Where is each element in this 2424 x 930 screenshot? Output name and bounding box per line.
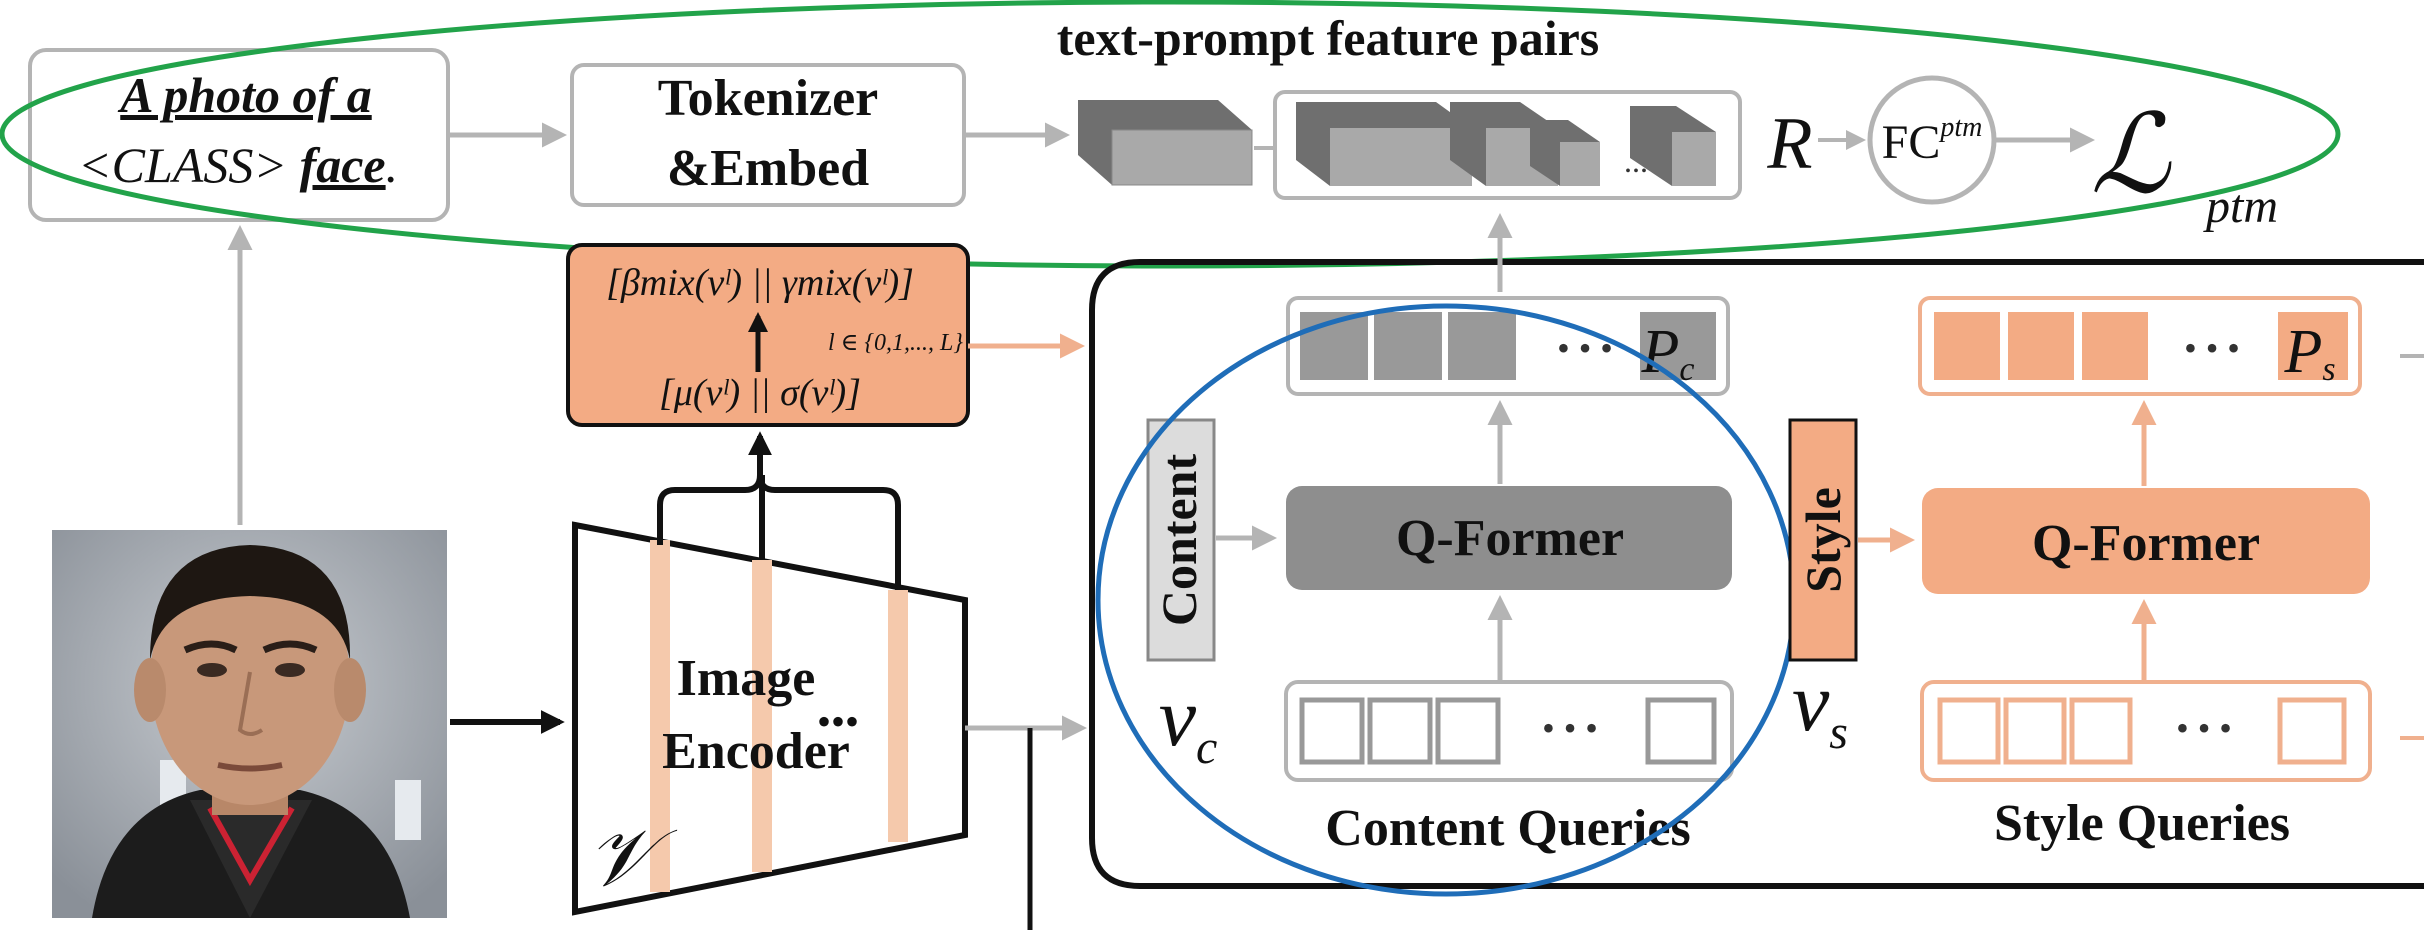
- image-encoder: Image Encoder ••• 𝒱: [572, 521, 968, 916]
- style-prompt-blocks: • • • Ps: [1918, 296, 2362, 396]
- stats-top-formula: [βmix(vˡ) || γmix(vˡ)]: [606, 262, 914, 304]
- tap-line-1: [657, 474, 763, 545]
- content-prompt-blocks: • • • Pc: [1286, 296, 1730, 396]
- token-block: [1078, 100, 1253, 186]
- loss-symbol: ℒ: [2090, 94, 2172, 216]
- content-side-label: Content: [1146, 418, 1216, 662]
- r-label: R: [1766, 103, 1812, 185]
- style-variable: vs: [1792, 656, 1848, 759]
- content-queries-box: • • •: [1284, 680, 1734, 782]
- style-queries-box: • • •: [1920, 680, 2372, 782]
- text-prompt-box: A photo of a <CLASS> face.: [28, 48, 450, 222]
- qformer-panel: [1089, 259, 2424, 889]
- text-prompt-line1: A photo of a: [117, 67, 371, 123]
- fc-label: FCptm: [1882, 112, 1983, 169]
- tokenizer-label-line2: &Embed: [667, 140, 869, 197]
- tokenizer-label-line1: Tokenizer: [658, 70, 879, 127]
- style-prompt-dots: • • •: [2184, 328, 2240, 368]
- content-qformer: Q-Former: [1286, 486, 1732, 590]
- content-queries-dots: • • •: [1542, 708, 1598, 748]
- content-variable: vc: [1159, 671, 1218, 774]
- style-qformer-label: Q-Former: [2032, 515, 2260, 572]
- tap-line-3: [757, 474, 901, 590]
- style-queries-label: Style Queries: [1994, 795, 2290, 852]
- face-photo: [52, 530, 746, 918]
- text-prompt-line2: <CLASS> face.: [78, 137, 398, 193]
- feature-pairs-title: text-prompt feature pairs: [1057, 10, 1599, 66]
- encoder-label-line2: Encoder: [662, 723, 850, 780]
- content-prompt-label: Pc: [1641, 318, 1695, 388]
- content-qformer-label: Q-Former: [1396, 510, 1624, 567]
- style-side-text: Style: [1795, 487, 1851, 593]
- stats-bottom-formula: [μ(vˡ) || σ(vˡ)]: [659, 372, 861, 414]
- content-side-text: Content: [1151, 454, 1207, 627]
- feature-pairs-ellipse: [0, 0, 2341, 269]
- style-prompt-label: Ps: [2283, 318, 2335, 388]
- encoder-label-line1: Image: [677, 650, 816, 707]
- tokenizer-box: Tokenizer &Embed: [570, 63, 966, 207]
- style-qformer: Q-Former: [1922, 488, 2370, 594]
- style-side-label: Style: [1788, 418, 1858, 662]
- style-queries-dots: • • •: [2176, 708, 2232, 748]
- style-stats-box: [βmix(vˡ) || γmix(vˡ)] l ∈ {0,1,..., L} …: [566, 243, 970, 427]
- encoder-dots: •••: [817, 699, 859, 744]
- fc-node: FCptm: [1867, 75, 1997, 205]
- feature-pairs-box: ...: [1273, 90, 1742, 200]
- stats-index-set: l ∈ {0,1,..., L}: [828, 330, 963, 356]
- content-prompt-dots: • • •: [1557, 328, 1613, 368]
